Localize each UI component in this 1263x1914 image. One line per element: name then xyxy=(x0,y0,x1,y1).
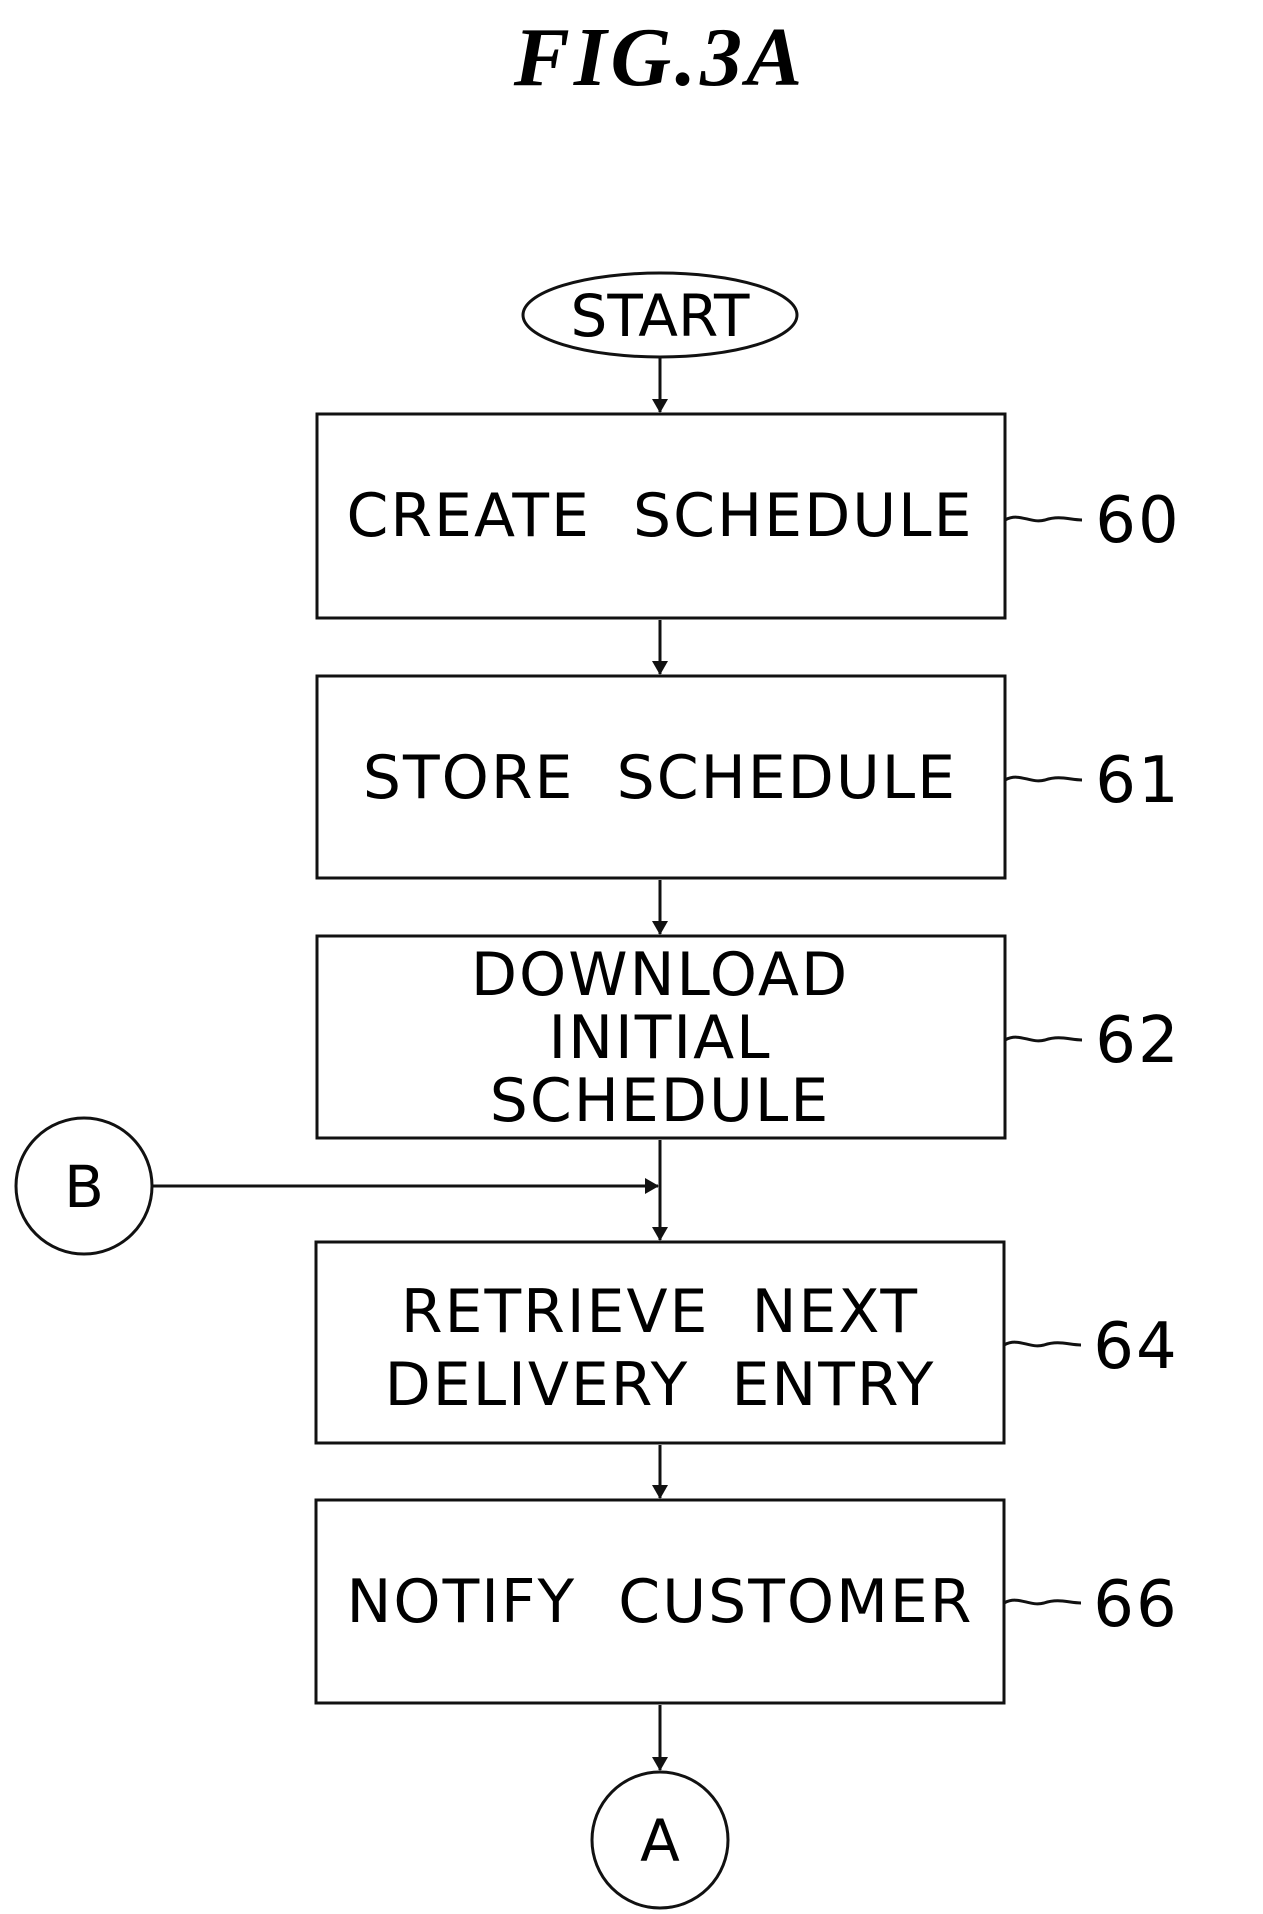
ref-leader xyxy=(1005,1037,1082,1041)
connector-b: B xyxy=(16,1118,152,1254)
step-retrieve-next-delivery-entry: RETRIEVE NEXT DELIVERY ENTRY 64 xyxy=(316,1242,1179,1443)
step-label-line-2: DELIVERY ENTRY xyxy=(385,1350,936,1420)
connector-a: A xyxy=(592,1772,728,1908)
step-download-initial-schedule: DOWNLOAD INITIAL SCHEDULE 62 xyxy=(317,936,1181,1138)
ref-leader xyxy=(1004,1600,1081,1604)
ref-number-60: 60 xyxy=(1095,484,1180,558)
ref-number-64: 64 xyxy=(1093,1310,1178,1384)
step-label: NOTIFY CUSTOMER xyxy=(347,1567,974,1637)
step-notify-customer: NOTIFY CUSTOMER 66 xyxy=(316,1500,1179,1703)
ref-number-61: 61 xyxy=(1095,744,1180,818)
connector-b-label: B xyxy=(64,1153,104,1221)
step-label: STORE SCHEDULE xyxy=(363,743,957,813)
step-label-line-1: RETRIEVE NEXT xyxy=(401,1277,919,1347)
step-create-schedule: CREATE SCHEDULE 60 xyxy=(317,414,1181,618)
ref-number-66: 66 xyxy=(1093,1568,1178,1642)
ref-leader xyxy=(1004,1342,1081,1346)
step-label-line-1: DOWNLOAD xyxy=(471,940,849,1010)
step-label: CREATE SCHEDULE xyxy=(346,481,973,551)
figure-title: FIG.3A xyxy=(513,11,806,104)
ref-leader xyxy=(1005,517,1082,521)
ref-number-62: 62 xyxy=(1095,1004,1180,1078)
ref-leader xyxy=(1005,777,1082,781)
start-label: START xyxy=(571,282,750,350)
connector-a-label: A xyxy=(640,1807,680,1875)
step-store-schedule: STORE SCHEDULE 61 xyxy=(317,676,1181,878)
step-label-line-3: SCHEDULE xyxy=(490,1066,830,1136)
step-label-line-2: INITIAL xyxy=(548,1003,771,1073)
start-terminal: START xyxy=(523,273,797,357)
